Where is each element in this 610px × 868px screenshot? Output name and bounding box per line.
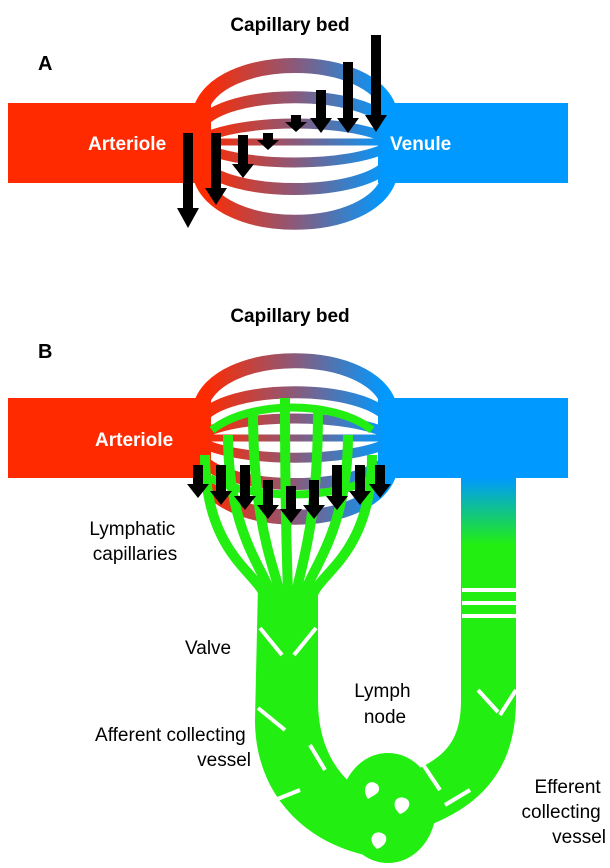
panel-b-title: Capillary bed bbox=[230, 306, 349, 327]
panel-b: B Capillary bed bbox=[8, 306, 606, 863]
lymph-node-label: Lymph node bbox=[354, 681, 416, 728]
panel-b-letter: B bbox=[38, 341, 52, 363]
valve-label: Valve bbox=[185, 638, 231, 659]
panel-a: A Capillary bed Arteriole Venule bbox=[8, 15, 568, 228]
afferent-label: Afferent collecting vessel bbox=[95, 725, 251, 771]
arrow-down-5 bbox=[285, 115, 307, 132]
afferent-line2: vessel bbox=[197, 750, 251, 771]
panel-a-title: Capillary bed bbox=[230, 15, 349, 36]
efferent-line1: Efferent bbox=[535, 777, 602, 798]
efferent-label: Efferent collecting vessel bbox=[522, 777, 607, 848]
efferent-line2: collecting bbox=[522, 802, 601, 823]
venule-b bbox=[378, 398, 568, 478]
lymphatic-capillaries-line1: Lymphatic bbox=[89, 519, 175, 540]
arrow-down-4 bbox=[257, 133, 279, 150]
efferent-line3: vessel bbox=[552, 827, 606, 848]
lymph-node-line1: Lymph bbox=[354, 681, 410, 702]
panel-a-letter: A bbox=[38, 53, 52, 75]
venule-a-label: Venule bbox=[390, 134, 451, 155]
efferent-vessel-top bbox=[461, 478, 516, 548]
lymph-node bbox=[340, 753, 436, 863]
lymphatic-capillaries-line2: capillaries bbox=[93, 544, 177, 565]
afferent-line1: Afferent collecting bbox=[95, 725, 246, 746]
arteriole-b-label: Arteriole bbox=[95, 430, 173, 451]
lymphatic-capillaries-label: Lymphatic capillaries bbox=[89, 519, 180, 565]
lymph-node-line2: node bbox=[364, 707, 406, 728]
arteriole-a-label: Arteriole bbox=[88, 134, 166, 155]
capillary-bed-a bbox=[200, 66, 390, 223]
